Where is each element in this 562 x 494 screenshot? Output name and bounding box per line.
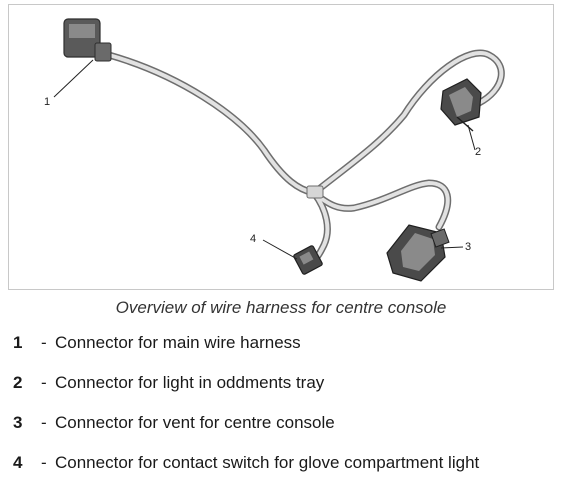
legend-dash: - (41, 413, 47, 432)
callout-label-2: 2 (475, 146, 482, 158)
wire-harness-drawing (53, 18, 505, 282)
legend-text: Connector for light in oddments tray (55, 373, 325, 392)
legend-dash: - (41, 373, 47, 392)
connector-1 (63, 18, 112, 62)
callout-label-1: 1 (44, 96, 51, 108)
connector-3 (386, 224, 450, 282)
legend-item: 2 - Connector for light in oddments tray (13, 374, 558, 414)
legend-number: 3 (13, 413, 23, 432)
legend-text: Connector for vent for centre console (55, 413, 335, 432)
legend-item: 1 - Connector for main wire harness (13, 334, 558, 374)
legend-dash: - (41, 333, 47, 352)
legend-number: 1 (13, 333, 23, 352)
legend-dash: - (41, 453, 47, 472)
harness-figure: 1 2 3 4 (8, 4, 554, 290)
harness-wires (105, 49, 505, 261)
callout-label-4: 4 (250, 233, 257, 245)
legend-number: 4 (13, 453, 23, 472)
legend-list: 1 - Connector for main wire harness 2 - … (13, 334, 558, 494)
connector-4 (293, 245, 323, 275)
legend-item: 4 - Connector for contact switch for glo… (13, 454, 558, 494)
figure-caption: Overview of wire harness for centre cons… (115, 298, 447, 317)
legend-number: 2 (13, 373, 23, 392)
legend-text: Connector for main wire harness (55, 333, 301, 352)
connector-2 (440, 78, 482, 132)
callout-leaders (53, 59, 476, 260)
legend-text: Connector for contact switch for glove c… (55, 453, 480, 472)
legend-item: 3 - Connector for vent for centre consol… (13, 414, 558, 454)
callout-label-3: 3 (465, 241, 472, 253)
